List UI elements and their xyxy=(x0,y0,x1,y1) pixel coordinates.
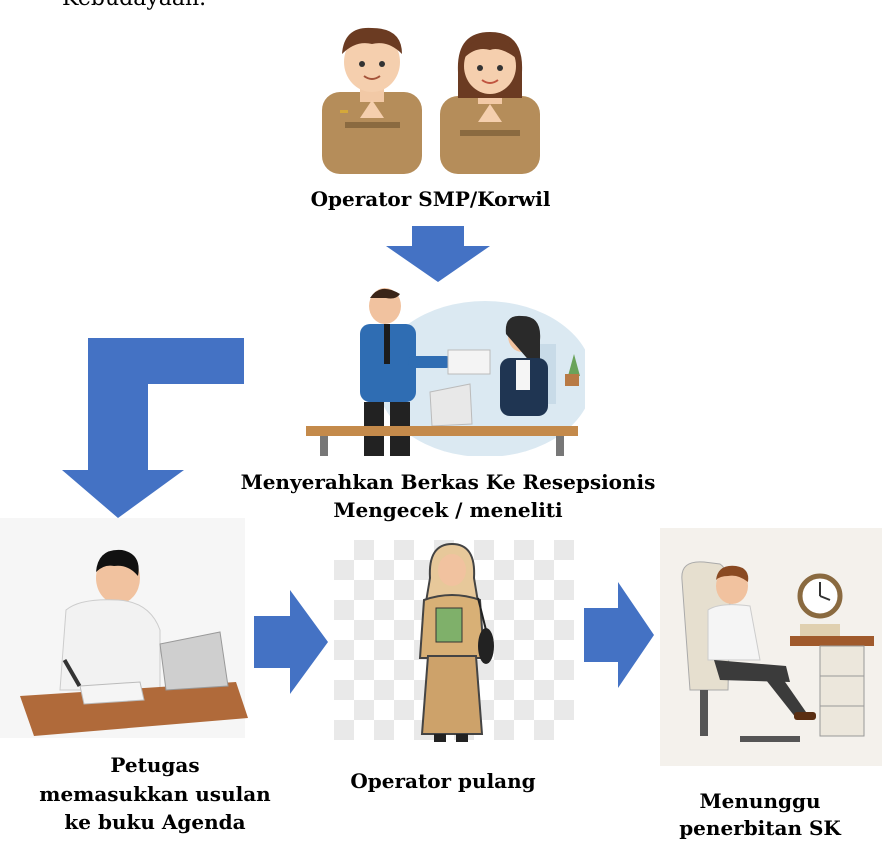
operator-couple-illustration xyxy=(322,27,540,174)
officer-label-line3: ke buku Agenda xyxy=(64,810,246,834)
officer-writing-illustration xyxy=(20,549,248,736)
female-operator-figure xyxy=(440,32,540,174)
woman-going-home-illustration xyxy=(418,542,494,742)
arrow-right-icon xyxy=(584,582,654,688)
reception-illustration xyxy=(306,288,585,456)
waiting-label-line1: Menunggu xyxy=(699,789,821,813)
top-cutoff-text: Kebudayaan. xyxy=(62,0,206,11)
arrow-down-icon xyxy=(386,226,490,282)
l-arrow-icon xyxy=(62,338,244,518)
officer-label-line1: Petugas xyxy=(110,753,200,777)
man-handing-files-figure xyxy=(360,288,452,456)
waiting-label-line2: penerbitan SK xyxy=(679,816,841,840)
goes-home-label: Operator pulang xyxy=(350,769,536,793)
operator-label: Operator SMP/Korwil xyxy=(310,187,551,211)
male-operator-figure xyxy=(322,27,422,174)
waiting-man-illustration xyxy=(681,561,874,742)
arrow-right-icon xyxy=(254,590,328,694)
woman-receiving-files-figure xyxy=(500,315,548,416)
reception-label-line2: Mengecek / meneliti xyxy=(333,498,563,522)
reception-label-line1: Menyerahkan Berkas Ke Resepsionis xyxy=(240,470,656,494)
officer-label-line2: memasukkan usulan xyxy=(39,782,271,806)
